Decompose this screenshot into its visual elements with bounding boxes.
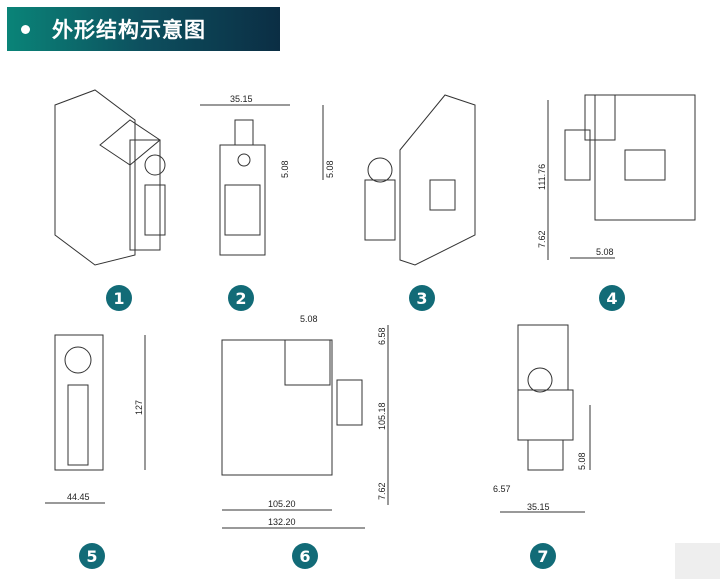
view-badge-6: 6 [292, 543, 318, 569]
view-3-drawing [364, 94, 476, 266]
dim-label: 105.18 [377, 402, 387, 430]
view-badge-3: 3 [409, 285, 435, 311]
dim-label: 5.08 [577, 452, 587, 470]
view-1-drawing [54, 89, 166, 266]
section-header: 外形结构示意图 [7, 7, 280, 51]
dim-label: 7.62 [377, 482, 387, 500]
dim-label: 44.45 [67, 492, 90, 502]
dim-label: 5.08 [325, 160, 335, 178]
section-title: 外形结构示意图 [52, 18, 206, 42]
view-4-drawing [547, 94, 696, 260]
dim-label: 5.08 [596, 247, 614, 257]
dim-label: 127 [134, 400, 144, 415]
bullet-icon [21, 24, 30, 34]
view-badge-5: 5 [79, 543, 105, 569]
dim-label: 35.15 [230, 94, 253, 104]
dim-label: 6.57 [493, 484, 511, 494]
view-badge-1: 1 [106, 285, 132, 311]
view-badge-7: 7 [530, 543, 556, 569]
dim-label: 6.58 [377, 327, 387, 345]
corner-decoration [675, 543, 720, 579]
dim-label: 35.15 [527, 502, 550, 512]
dim-label: 5.08 [280, 160, 290, 178]
view-badge-2: 2 [228, 285, 254, 311]
view-6-drawing [221, 325, 389, 529]
dim-label: 5.08 [300, 314, 318, 324]
dim-label: 132.20 [268, 517, 296, 527]
view-badge-4: 4 [599, 285, 625, 311]
view-2-drawing [200, 104, 324, 256]
view-5-drawing [45, 334, 146, 504]
dim-label: 105.20 [268, 499, 296, 509]
dim-label: 7.62 [537, 230, 547, 248]
dim-label: 111.76 [537, 164, 547, 190]
view-7-drawing [500, 324, 591, 513]
